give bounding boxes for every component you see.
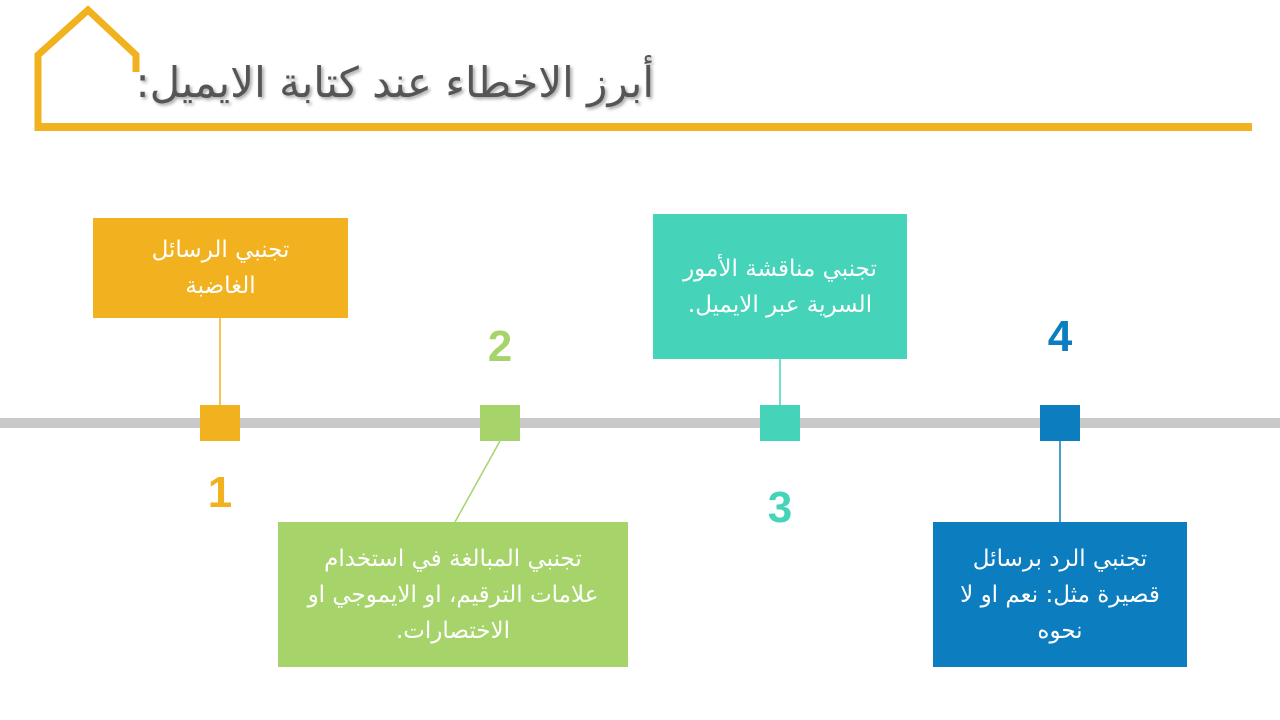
timeline-marker-1 — [200, 405, 240, 441]
timeline-bar — [0, 418, 1280, 428]
step-box-3: تجنبي مناقشة الأمور السرية عبر الايميل. — [653, 214, 907, 359]
step-box-4: تجنبي الرد برسائل قصيرة مثل: نعم او لا ن… — [933, 522, 1187, 667]
step-number-1: 1 — [207, 468, 233, 517]
timeline-marker-4 — [1040, 405, 1080, 441]
step-box-1: تجنبي الرسائل الغاضبة — [93, 218, 348, 318]
timeline-marker-2 — [480, 405, 520, 441]
house-frame-decoration — [34, 5, 140, 131]
slide-title: أبرز الاخطاء عند كتابة الايميل: — [135, 58, 654, 107]
step-number-3: 3 — [767, 483, 793, 532]
step-number-2: 2 — [487, 322, 513, 371]
connector-2 — [454, 440, 501, 523]
step-number-4: 4 — [1047, 312, 1073, 361]
timeline-marker-3 — [760, 405, 800, 441]
step-box-2: تجنبي المبالغة في استخدام علامات الترقيم… — [278, 522, 628, 667]
